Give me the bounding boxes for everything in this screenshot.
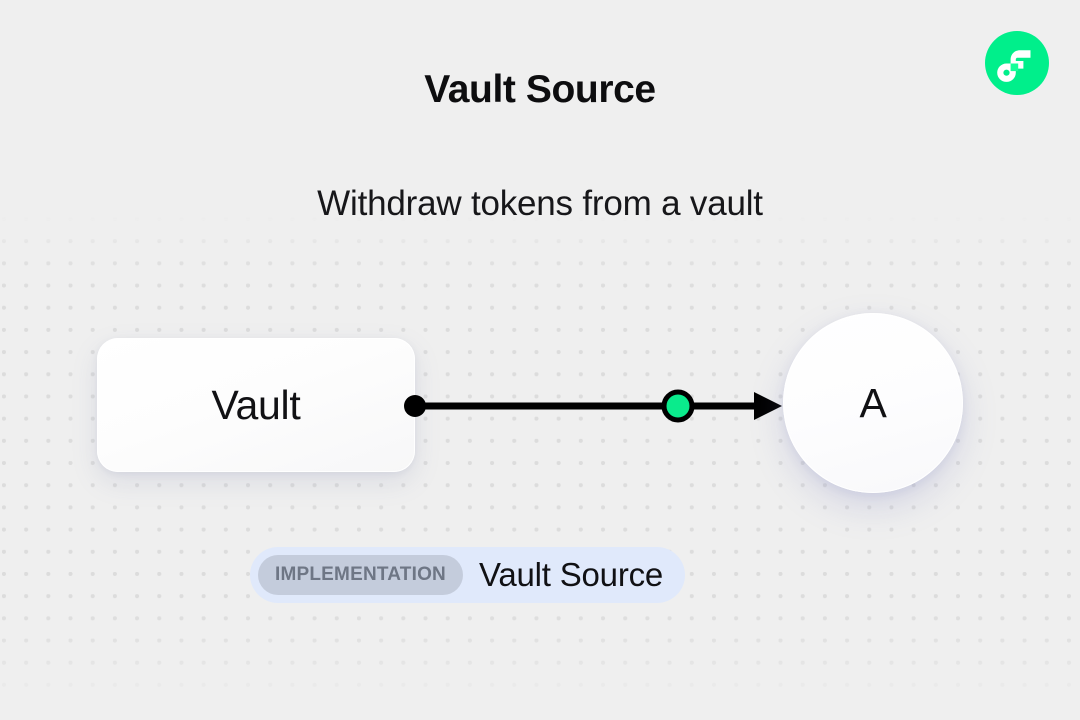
- flow-logo-icon: [985, 31, 1049, 95]
- node-vault[interactable]: Vault: [97, 338, 415, 472]
- page-subtitle: Withdraw tokens from a vault: [317, 184, 763, 223]
- implementation-badge[interactable]: IMPLEMENTATION Vault Source: [250, 547, 686, 603]
- node-vault-label: Vault: [211, 381, 301, 428]
- page-title: Vault Source: [424, 68, 656, 111]
- implementation-name: Vault Source: [478, 556, 664, 593]
- arrowhead-right-icon: [754, 392, 782, 420]
- implementation-tag-label: IMPLEMENTATION: [258, 555, 463, 595]
- node-a[interactable]: A: [783, 313, 963, 493]
- node-a-label: A: [859, 379, 887, 426]
- flow-token-marker[interactable]: [661, 389, 695, 423]
